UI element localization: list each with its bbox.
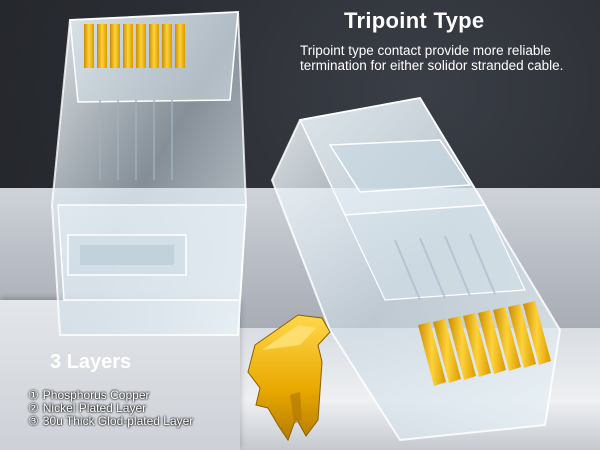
- layer-label: Phosphorus Copper: [42, 388, 150, 402]
- layer-label: Nickel Plated Layer: [42, 401, 147, 415]
- layer-number: ③: [28, 414, 39, 428]
- rj45-connector-tilted-icon: [270, 96, 562, 442]
- rj45-connector-upright-icon: [50, 10, 248, 336]
- contacts-left: [84, 24, 185, 68]
- layer-number: ②: [28, 401, 39, 415]
- page-title: Tripoint Type: [344, 8, 485, 33]
- layer-label: 30u Thick Glod-plated Layer: [42, 414, 194, 428]
- description-text: Tripoint type contact provide more relia…: [300, 43, 564, 73]
- contacts-right: [418, 301, 551, 386]
- gold-contact-pin-icon: [247, 314, 331, 442]
- layers-heading: 3 Layers: [50, 351, 132, 373]
- layer-number: ①: [28, 388, 39, 402]
